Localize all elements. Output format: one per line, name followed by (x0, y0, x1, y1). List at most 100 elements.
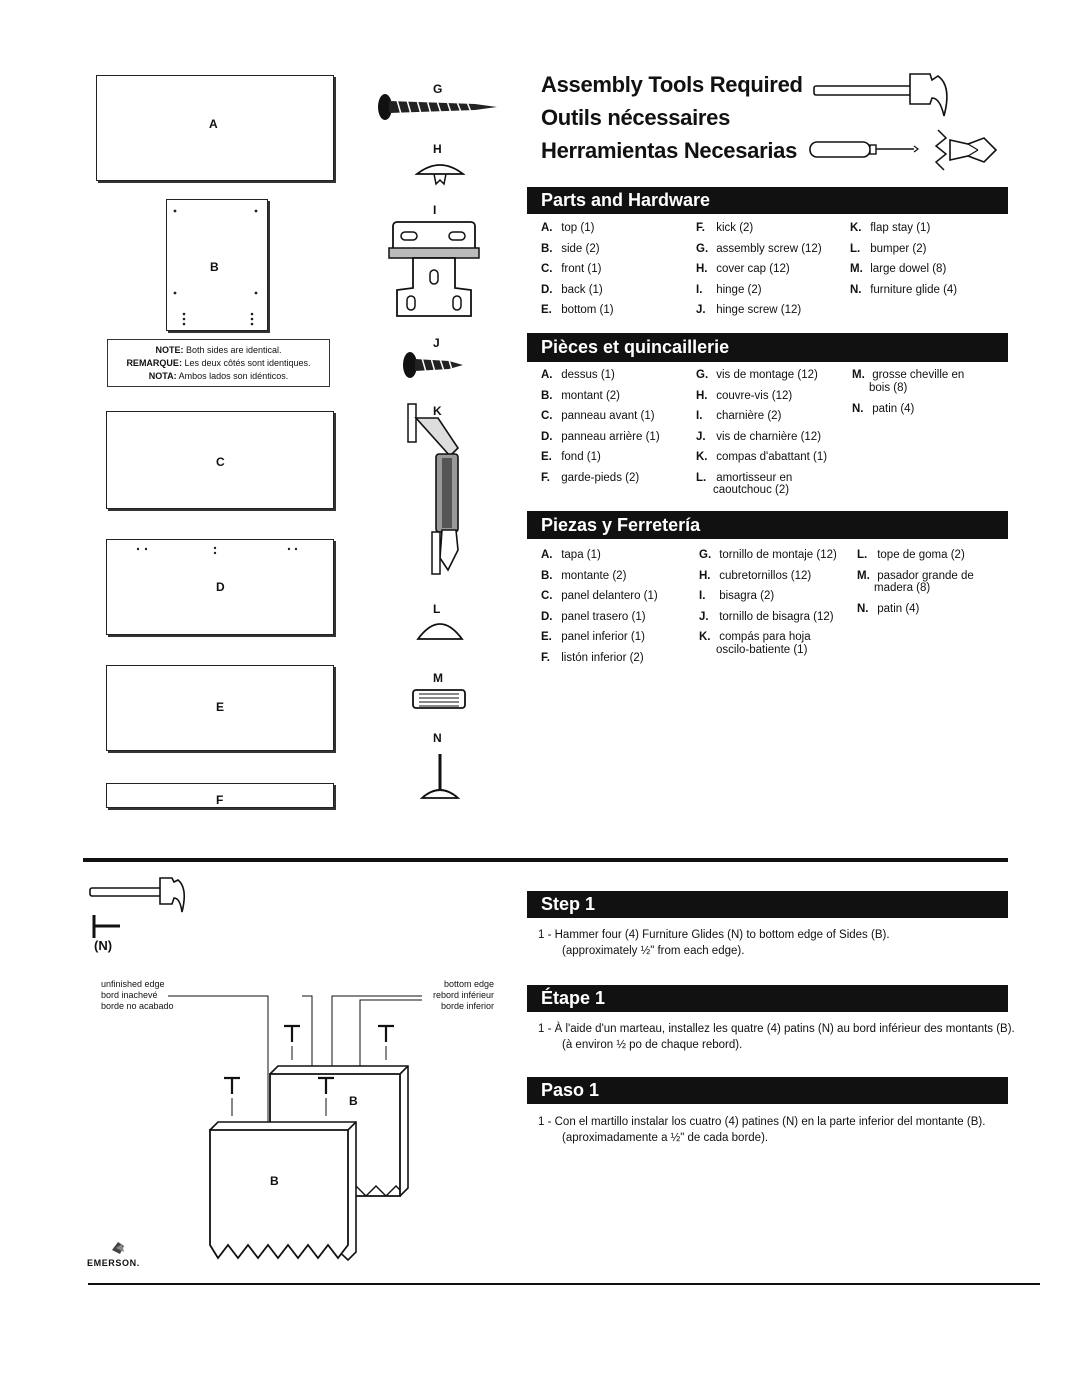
brand-name: EMERSON. (87, 1258, 140, 1268)
part-description: side (2) (561, 242, 600, 255)
label-a: A (209, 117, 218, 131)
part-description: tornillo de bisagra (12) (719, 610, 834, 623)
parts-fr-col2: G. vis de montage (12)H. couvre-vis (12)… (696, 365, 827, 501)
panel-b-side (166, 199, 268, 331)
part-list-item: E. fond (1) (541, 447, 660, 468)
part-list-item: K. flap stay (1) (850, 218, 957, 239)
part-letter: A. (541, 222, 553, 234)
part-description: panel delantero (1) (561, 590, 658, 602)
part-letter: N. (857, 603, 869, 615)
label-d: D (216, 580, 225, 594)
section-header-parts-fr: Pièces et quincaillerie (527, 333, 1008, 362)
part-description: pasador grande de (877, 569, 974, 582)
part-description: top (1) (561, 222, 595, 234)
part-description-continued: bois (8) (869, 381, 908, 394)
label-n: N (433, 731, 442, 745)
assembly-screw-icon (378, 94, 497, 120)
part-list-item: E. panel inferior (1) (541, 627, 658, 648)
part-list-item: A. tapa (1) (541, 545, 658, 566)
side-b-back-label: B (349, 1094, 358, 1108)
label-b: B (210, 260, 219, 274)
part-list-item: I. hinge (2) (696, 280, 822, 301)
part-list-item: I. bisagra (2) (699, 586, 837, 607)
panel-d-back (106, 539, 334, 635)
part-list-item: C. panel delantero (1) (541, 586, 658, 607)
part-description-continued: oscilo-batiente (1) (716, 643, 808, 656)
part-list-item: L. tope de goma (2) (857, 545, 974, 566)
part-list-item: D. back (1) (541, 280, 614, 301)
part-list-item: B. montant (2) (541, 386, 660, 407)
part-letter: B. (541, 242, 553, 255)
screwdriver-icon (809, 129, 998, 171)
part-letter: I. (696, 410, 703, 422)
tools-heading-es: Herramientas Necesarias (541, 138, 798, 163)
part-list-item: F. garde-pieds (2) (541, 468, 660, 489)
part-letter: N. (850, 283, 862, 296)
part-list-item: I. charnière (2) (696, 406, 827, 427)
identical-sides-note: NOTE: Both sides are identical. REMARQUE… (107, 339, 330, 387)
part-list-item: E. bottom (1) (541, 300, 614, 321)
part-letter: K. (696, 451, 708, 463)
part-list-item: C. front (1) (541, 259, 614, 280)
tools-heading-fr: Outils nécessaires (541, 105, 731, 130)
part-letter: F. (541, 651, 550, 664)
part-description: grosse cheville en (872, 369, 965, 381)
part-list-item: G. vis de montage (12) (696, 365, 827, 386)
furniture-glide-icon (419, 754, 461, 799)
footer-rule (88, 1283, 1040, 1285)
panel-d-holes (136, 546, 298, 555)
part-description: assembly screw (12) (716, 242, 822, 255)
part-list-item: H. couvre-vis (12) (696, 386, 827, 407)
part-letter: N. (852, 402, 864, 415)
section-header-parts-en: Parts and Hardware (527, 187, 1008, 214)
large-dowel-icon (412, 689, 466, 709)
step-glide-icon (92, 915, 120, 938)
panel-c-front (106, 411, 334, 509)
part-list-item: B. montante (2) (541, 566, 658, 587)
part-description: compás para hoja (719, 631, 811, 643)
part-description: hinge (2) (716, 283, 762, 296)
part-letter: J. (696, 430, 706, 443)
label-f: F (216, 793, 224, 807)
part-letter: D. (541, 610, 553, 623)
label-c: C (216, 455, 225, 469)
part-letter: I. (699, 590, 706, 602)
part-letter: J. (696, 304, 706, 316)
emerson-logo-icon (112, 1242, 124, 1254)
part-description: tope de goma (2) (877, 549, 965, 561)
part-letter: H. (696, 389, 708, 402)
part-list-item: M. grosse cheville en (852, 365, 964, 386)
part-description: patin (4) (877, 603, 920, 615)
part-list-item: D. panel trasero (1) (541, 607, 658, 628)
part-description-continued: madera (8) (874, 582, 931, 594)
panel-e-bottom (106, 665, 334, 751)
hinge-screw-icon (403, 352, 463, 378)
parts-es-col2: G. tornillo de montaje (12)H. cubretorni… (699, 545, 837, 661)
part-list-item: D. panneau arrière (1) (541, 427, 660, 448)
section-divider (83, 858, 1008, 862)
part-description: bisagra (2) (719, 590, 775, 602)
part-description: hinge screw (12) (716, 304, 802, 316)
step1-assembly-diagram (168, 995, 422, 1262)
part-description: couvre-vis (12) (716, 389, 793, 402)
part-letter: G. (699, 549, 712, 561)
part-letter: J. (699, 610, 709, 623)
part-letter: C. (541, 590, 553, 602)
part-list-item: L. bumper (2) (850, 239, 957, 260)
part-description: large dowel (8) (870, 263, 947, 275)
label-j: J (433, 336, 440, 350)
part-letter: C. (541, 410, 553, 422)
part-letter: G. (696, 242, 709, 255)
part-description: cubretornillos (12) (719, 569, 812, 582)
step1-text-en: 1 - Hammer four (4) Furniture Glides (N)… (538, 929, 890, 957)
parts-fr-col1: A. dessus (1)B. montant (2)C. panneau av… (541, 365, 660, 488)
part-description: listón inferior (2) (561, 651, 644, 664)
part-list-item: L. amortisseur en (696, 468, 827, 489)
part-letter: H. (699, 569, 711, 582)
part-letter: A. (541, 369, 553, 381)
hammer-icon (813, 73, 948, 117)
part-list-item: C. panneau avant (1) (541, 406, 660, 427)
part-letter: E. (541, 304, 552, 316)
part-list-item: J. vis de charnière (12) (696, 427, 827, 448)
